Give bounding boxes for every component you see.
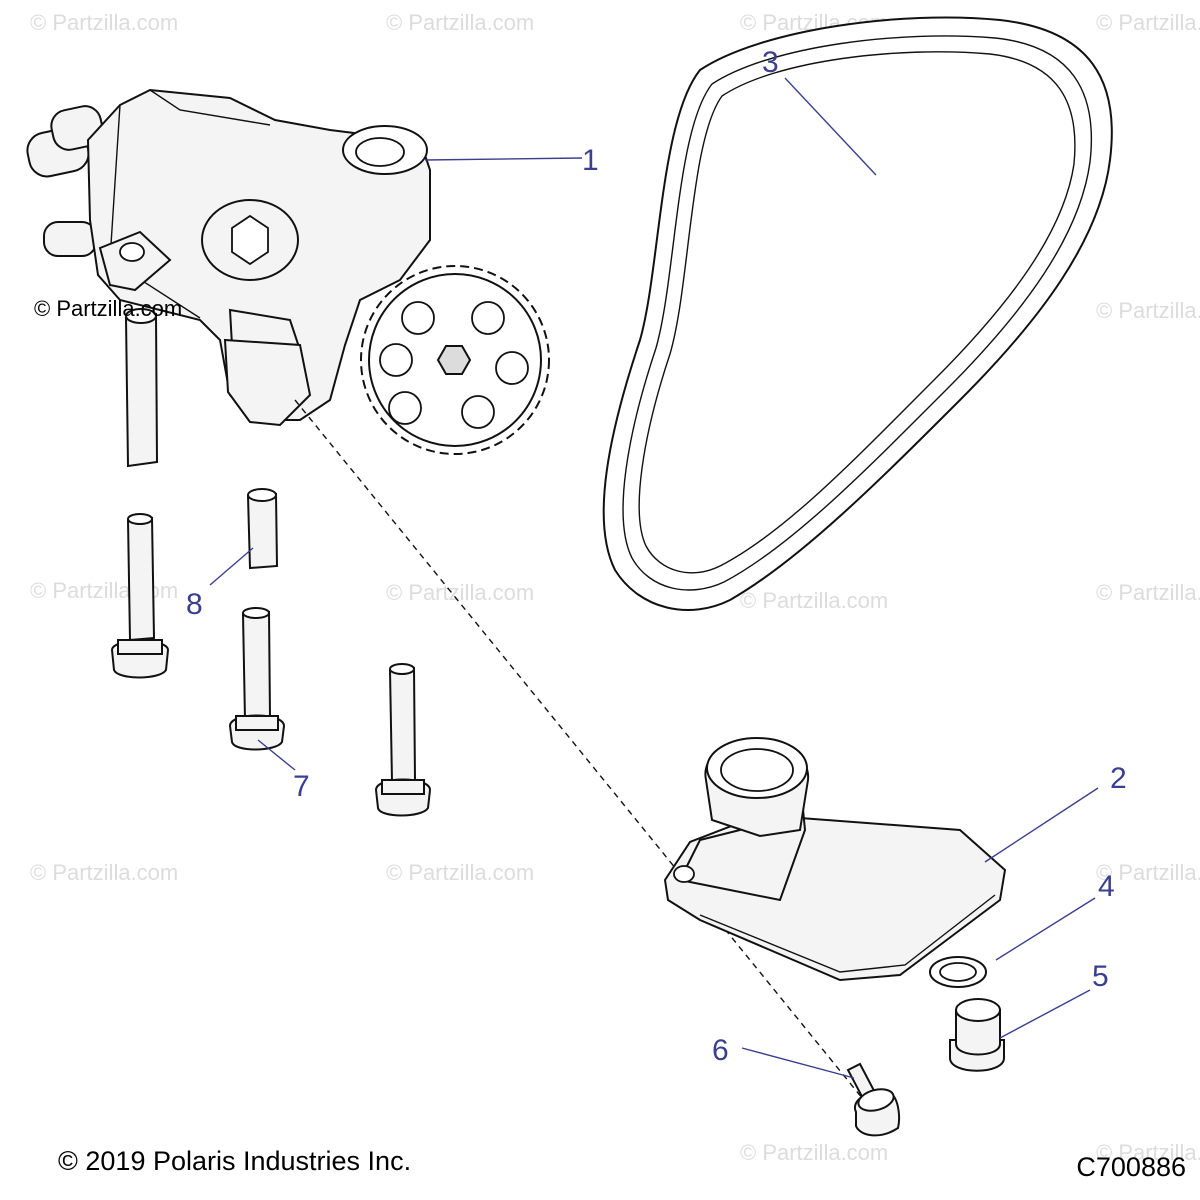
sealing-washer [929, 956, 987, 988]
leader-line [984, 787, 1099, 863]
callout-6: 6 [712, 1034, 729, 1067]
site-watermark: © Partzilla.com [34, 296, 183, 321]
oil-pickup-cover [663, 737, 1007, 982]
callout-7: 7 [293, 770, 310, 803]
leader-line [784, 77, 877, 176]
drawing-code: C700886 [1076, 1152, 1186, 1182]
leader-line [257, 739, 296, 771]
callout-4: 4 [1098, 870, 1115, 903]
leader-line [995, 897, 1096, 961]
watermark: © Partzilla.com [30, 860, 178, 885]
oil-pump [26, 88, 431, 427]
watermark: © Partzilla.com [30, 10, 178, 35]
mounting-bolt [110, 513, 170, 679]
dowel-pin [124, 308, 159, 468]
watermark: © Partzilla.com [30, 578, 178, 603]
watermark: © Partzilla.com [740, 588, 888, 613]
watermark: © Partzilla.com [386, 580, 534, 605]
leader-line [209, 547, 254, 586]
pump-sprocket [360, 265, 550, 455]
copyright-notice: © 2019 Polaris Industries Inc. [58, 1146, 412, 1176]
mounting-bolt [228, 607, 286, 751]
callout-1: 1 [582, 144, 599, 177]
drain-plug [949, 998, 1005, 1072]
callout-2: 2 [1110, 762, 1127, 795]
leader-line [999, 989, 1091, 1039]
watermark: © Partzilla.com [386, 860, 534, 885]
leader-line [741, 1047, 855, 1079]
watermark: © Partzilla.com [1096, 10, 1200, 35]
leader-line [424, 157, 583, 161]
mounting-bolt [374, 663, 432, 817]
pickup-screw [846, 1062, 900, 1137]
callout-8: 8 [186, 588, 203, 621]
watermark: © Partzilla.com [1096, 580, 1200, 605]
dowel-pin [246, 488, 279, 570]
watermark: © Partzilla.com [1096, 298, 1200, 323]
watermark: © Partzilla.com [740, 1140, 888, 1165]
watermark: © Partzilla.com [386, 10, 534, 35]
callout-5: 5 [1092, 960, 1109, 993]
alignment-line [294, 399, 881, 1121]
callout-3: 3 [762, 46, 779, 79]
watermark: © Partzilla.com [1096, 1140, 1200, 1165]
watermark: © Partzilla.com [1096, 860, 1200, 885]
leader-lines [209, 77, 1099, 1079]
drive-belt [602, 16, 1113, 611]
